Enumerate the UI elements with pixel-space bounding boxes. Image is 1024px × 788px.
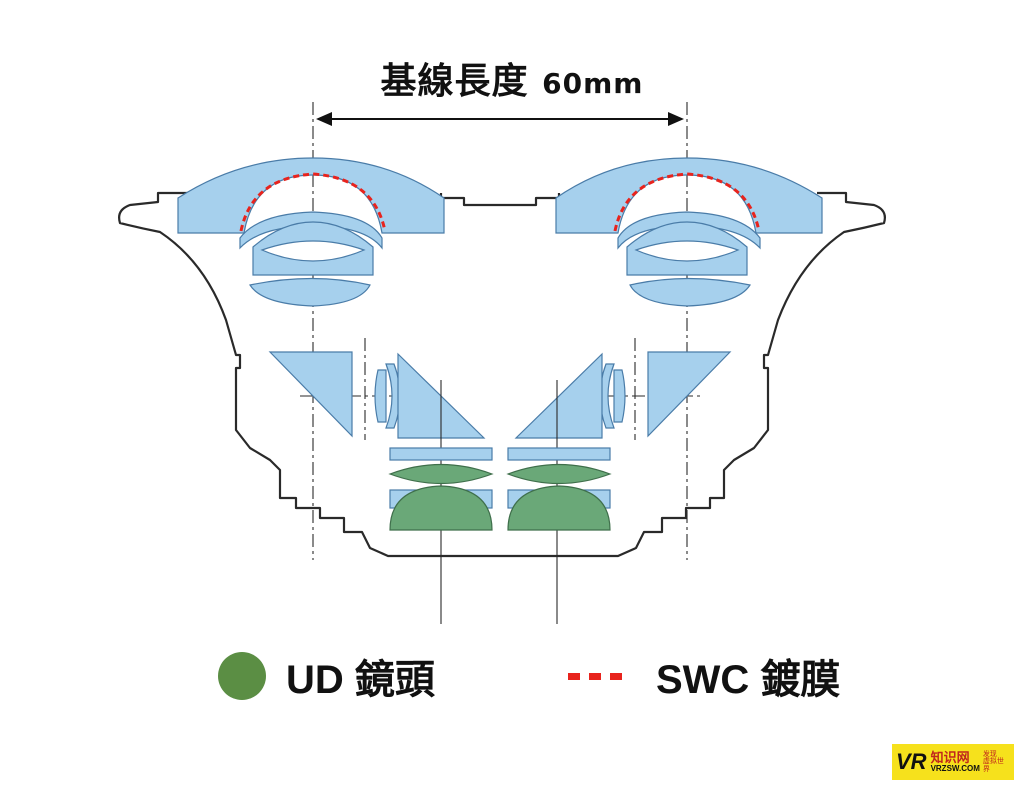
left-relay-lens-a — [374, 369, 387, 423]
left-eye-lens-1 — [177, 157, 445, 234]
right-ud-lens-1 — [506, 463, 612, 485]
baseline-arrowhead-left — [316, 112, 332, 126]
watermark-small-2: 虚拟世界 — [982, 757, 1004, 773]
right-eye-lens-3-inner — [634, 240, 740, 262]
left-ud-lens-1 — [388, 463, 494, 485]
legend-swc: SWC 鍍膜 — [568, 648, 840, 704]
baseline-dimension — [312, 102, 688, 560]
right-objective-group — [506, 380, 612, 624]
baseline-arrowhead-right — [668, 112, 684, 126]
left-ud-lens-2 — [389, 485, 493, 531]
right-objective-plate — [507, 447, 611, 461]
watermark-en: VRZSW.COM — [930, 763, 980, 773]
ud-dot-icon — [218, 652, 266, 700]
baseline-value: 60mm — [542, 67, 644, 100]
legend-ud: UD 鏡頭 — [218, 648, 435, 704]
left-prism-group — [268, 351, 486, 439]
right-eyepiece — [555, 157, 823, 307]
watermark-vr: VR — [896, 749, 927, 774]
left-eyepiece — [177, 157, 445, 307]
right-prism-2 — [514, 352, 603, 439]
watermark-small-1: 发现 — [982, 749, 997, 758]
watermark-cn: 知识网 — [930, 750, 970, 766]
left-eye-lens-4 — [249, 277, 371, 307]
right-eye-lens-4 — [629, 277, 751, 307]
baseline-label: 基線長度 — [380, 61, 529, 102]
right-eye-lens-1 — [555, 157, 823, 234]
left-objective-plate — [389, 447, 493, 461]
right-prism-1 — [647, 351, 732, 438]
left-objective-group — [388, 380, 494, 624]
legend-ud-label: UD 鏡頭 — [286, 658, 435, 702]
right-relay-lens-a — [613, 369, 626, 423]
swc-dash-icon — [568, 672, 622, 680]
prism-axes — [300, 338, 700, 440]
binocular-body-outline — [118, 191, 886, 558]
right-ud-lens-2 — [507, 485, 611, 531]
right-prism-group — [514, 351, 732, 439]
legend-swc-label: SWC 鍍膜 — [656, 658, 841, 702]
baseline-title: 基線長度 60mm — [0, 52, 1024, 104]
left-prism-1 — [268, 351, 353, 438]
watermark-logo: VR 知识网 VRZSW.COM 发现 虚拟世界 — [892, 744, 1014, 780]
left-eye-lens-3-inner — [260, 240, 366, 262]
